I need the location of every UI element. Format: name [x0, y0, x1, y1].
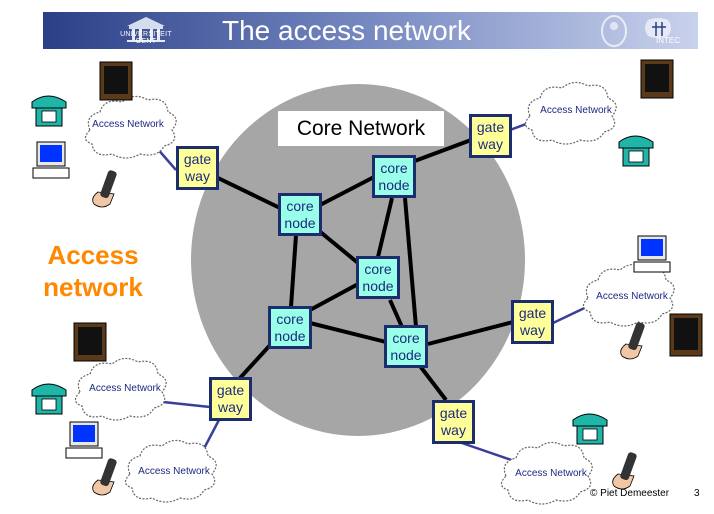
core-node: core node [384, 325, 428, 368]
core-link [418, 364, 448, 402]
television-icon [640, 59, 674, 99]
core-link [238, 341, 274, 380]
tv-icons [73, 59, 703, 362]
access-network-cloud-label: Access Network [138, 466, 210, 477]
core-links [217, 138, 514, 402]
cloud-icon [124, 439, 217, 503]
telephone-icon [31, 383, 67, 415]
gateway-node: gate way [209, 377, 252, 421]
core-node: core node [356, 256, 400, 299]
core-network-label: Core Network [278, 111, 444, 146]
gateway-node: gate way [432, 400, 475, 444]
footer-author: © Piet Demeester [590, 488, 670, 499]
cloud-icon [500, 441, 593, 505]
page-number: 3 [694, 488, 700, 499]
core-link [319, 175, 375, 207]
intec-logo-text: INTEC [656, 36, 680, 45]
university-logo-text: UNIVERSITEIT GENT [120, 31, 172, 45]
computer-icon [32, 141, 70, 179]
cloud-icon [74, 357, 167, 421]
core-link [316, 228, 360, 265]
access-network-cloud-label: Access Network [540, 105, 612, 116]
gateway-node: gate way [469, 114, 512, 158]
core-link [376, 197, 394, 258]
core-link [388, 299, 404, 328]
mobile-icons [92, 170, 645, 496]
core-link [411, 138, 472, 164]
mobile-phone-icon [92, 458, 117, 496]
access-link [458, 440, 521, 465]
cloud-icon [582, 263, 675, 327]
gateway-node: gate way [511, 300, 554, 344]
cloud-shapes [74, 81, 675, 505]
slide-title: The access network [222, 15, 471, 46]
access-network-heading: Access network [43, 240, 143, 302]
computer-icon [633, 235, 671, 273]
access-network-cloud-label: Access Network [92, 119, 164, 130]
access-network-cloud-label: Access Network [596, 291, 668, 302]
computer-icons [32, 141, 671, 459]
core-node: core node [268, 306, 312, 349]
mobile-phone-icon [620, 322, 645, 360]
access-network-cloud-label: Access Network [515, 468, 587, 479]
cloud-icon [84, 95, 177, 159]
computer-icon [65, 421, 103, 459]
mobile-phone-icon [92, 170, 117, 208]
gateway-node: gate way [176, 146, 219, 190]
television-icon [99, 61, 133, 101]
telephone-icon [572, 413, 608, 445]
core-link [289, 234, 298, 308]
university-logo-icon [127, 17, 165, 42]
mobile-phone-icon [612, 452, 637, 490]
core-link [427, 320, 514, 346]
core-link [309, 321, 387, 344]
television-icon [73, 322, 107, 362]
telephone-icon [618, 135, 654, 167]
core-node: core node [278, 193, 322, 236]
telephone-icon [31, 95, 67, 127]
access-network-cloud-label: Access Network [89, 383, 161, 394]
intec-logo-icon [601, 15, 671, 47]
core-link [403, 197, 418, 328]
core-node: core node [372, 155, 416, 198]
core-link [217, 176, 281, 210]
access-link [162, 400, 211, 409]
core-link [309, 281, 361, 312]
phone-icons [31, 95, 654, 445]
television-icon [669, 313, 703, 357]
cloud-icon [524, 81, 617, 145]
